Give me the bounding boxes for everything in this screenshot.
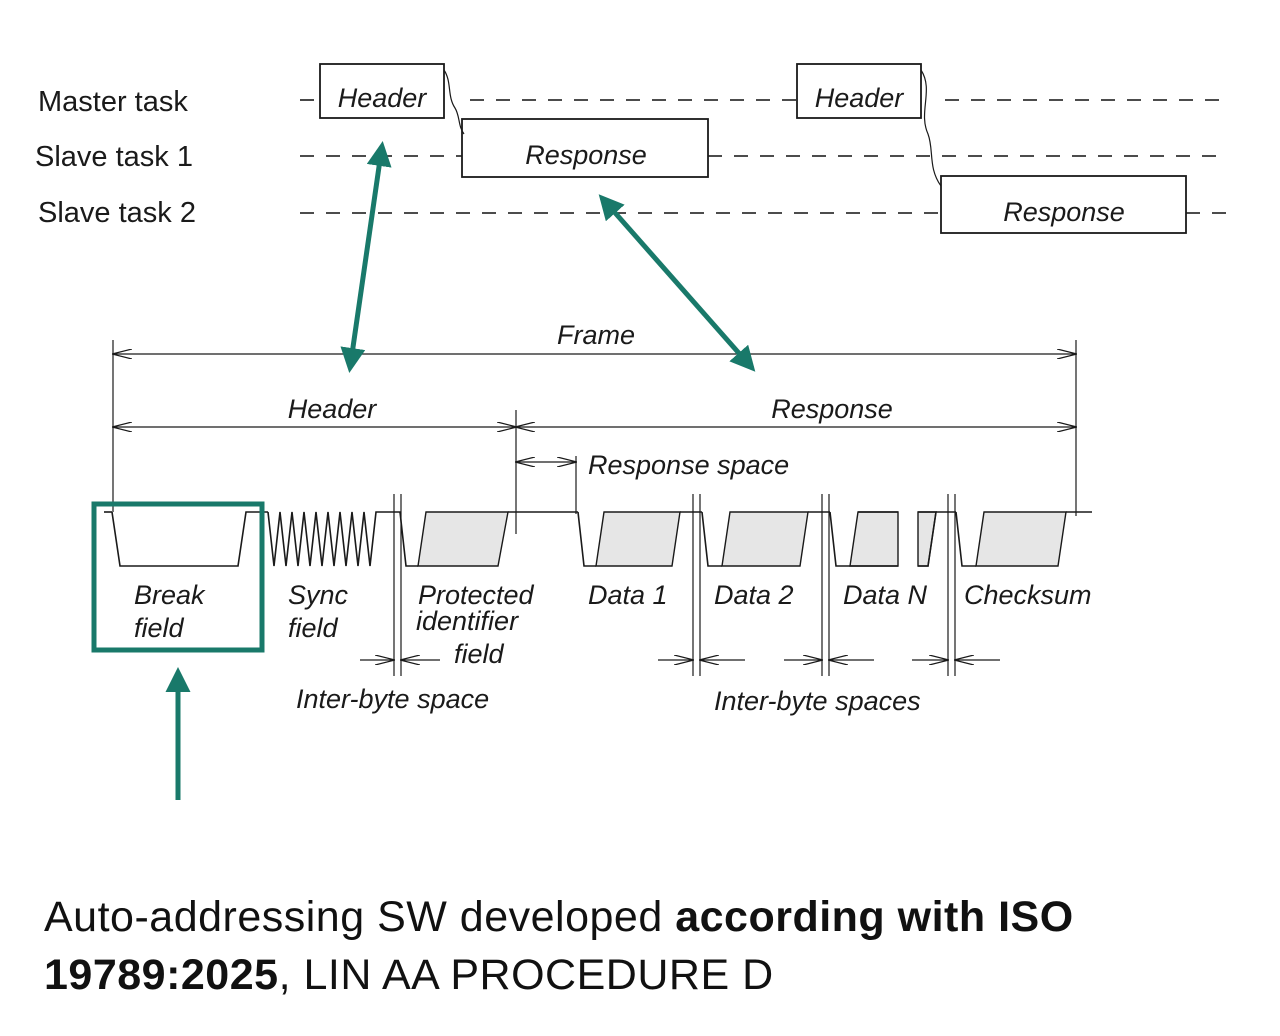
response-space-label: Response space <box>588 450 789 480</box>
lin-frame-diagram: Master task Slave task 1 Slave task 2 He… <box>35 63 1228 800</box>
sync-field-label-1: Sync <box>288 580 349 610</box>
data2-label: Data 2 <box>714 580 794 610</box>
caption-part-3: , LIN AA PROCEDURE D <box>278 951 774 999</box>
caption-part-2: according with ISO 19789:2025 <box>44 893 1074 999</box>
caption-part-1: Auto-addressing SW developed <box>44 893 676 941</box>
master-header-2-label: Header <box>815 83 905 113</box>
slave2-response-label: Response <box>1003 197 1125 227</box>
inter-byte-space-label: Inter-byte space <box>296 684 489 714</box>
data1-label: Data 1 <box>588 580 668 610</box>
response-link-arrow <box>598 194 756 372</box>
signal-waveform <box>104 511 1092 567</box>
slave-task-1-label: Slave task 1 <box>35 141 193 173</box>
inter-byte-markers <box>360 494 1000 676</box>
checksum-label: Checksum <box>964 580 1092 610</box>
inter-byte-spaces-label: Inter-byte spaces <box>714 686 921 716</box>
master-task-label: Master task <box>38 86 188 118</box>
response-dim-label: Response <box>771 394 893 424</box>
slave1-response-label: Response <box>525 140 647 170</box>
header-dim-label: Header <box>288 394 378 424</box>
master-header-1-label: Header <box>338 83 428 113</box>
break-field-highlight-box <box>91 501 265 653</box>
header-link-arrow <box>340 141 392 373</box>
pid-field-label-1: Protected <box>418 580 535 610</box>
break-field-label-1: Break <box>134 580 206 610</box>
master-header-box-2: Header <box>796 63 922 119</box>
handover-arrow-1 <box>443 69 465 135</box>
break-field-label-2: field <box>134 613 185 643</box>
master-header-box-1: Header <box>319 63 445 119</box>
slave2-response-box: Response <box>940 175 1187 234</box>
pid-field-label-3: field <box>454 639 505 669</box>
pid-field-label-2: identifier <box>416 606 519 636</box>
handover-arrow-2 <box>920 69 942 187</box>
frame-label: Frame <box>557 320 635 350</box>
slave1-response-box: Response <box>461 118 709 178</box>
slave-task-2-label: Slave task 2 <box>38 197 196 229</box>
dataN-label: Data N <box>843 580 928 610</box>
sync-field-label-2: field <box>288 613 339 643</box>
caption: Auto-addressing SW developed according w… <box>44 888 1224 1004</box>
